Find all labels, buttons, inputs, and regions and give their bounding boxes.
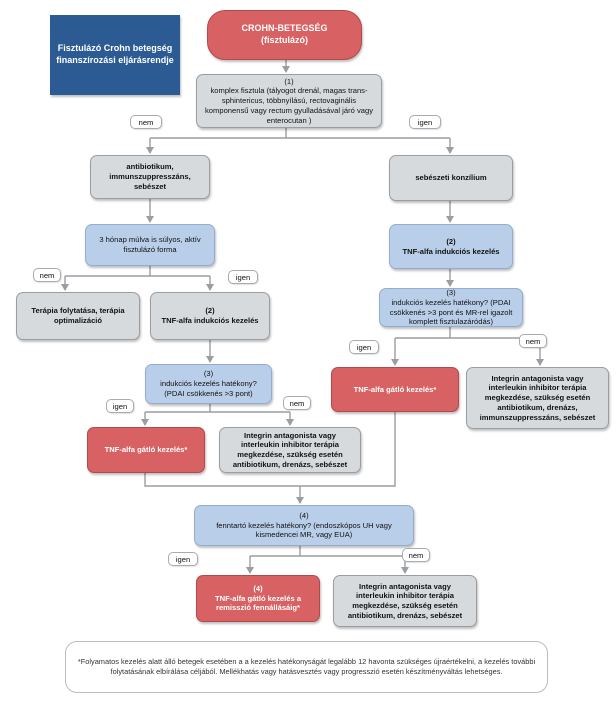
label-no: nem <box>402 548 430 562</box>
label-no: nem <box>130 115 162 129</box>
left-integrin-therapy: Integrin antagonista vagy interleukin in… <box>219 427 361 473</box>
right-tnf-blocker-therapy: TNF-alfa gátló kezelés* <box>331 367 459 412</box>
left-tnf-induction: (2) TNF-alfa indukciós kezelés <box>150 292 270 340</box>
label-no: nem <box>283 396 311 410</box>
tnf-until-remission: (4) TNF-alfa gátló kezelés a remisszió f… <box>196 575 320 622</box>
left-tnf-blocker-therapy: TNF-alfa gátló kezelés* <box>87 427 205 473</box>
label-yes: igen <box>409 115 441 129</box>
left-active-fistula-question: 3 hónap múlva is súlyos, aktív fisztuláz… <box>85 224 215 266</box>
complex-fistula-question: (1) komplex fisztula (tályogot drenál, m… <box>196 74 382 128</box>
left-initial-therapy: antibiotikum, immunszuppresszáns, sebész… <box>90 155 210 199</box>
label-yes: igen <box>349 340 379 354</box>
label-yes: igen <box>106 399 134 413</box>
therapy-continue: Terápia folytatása, terápia optimalizáci… <box>16 292 140 340</box>
right-induction-efficacy-question: (3) indukciós kezelés hatékony? (PDAI cs… <box>379 288 523 327</box>
final-integrin-therapy: Integrin antagonista vagy interleukin in… <box>333 575 477 627</box>
left-induction-efficacy-question: (3) indukciós kezelés hatékony? (PDAI cs… <box>145 364 272 404</box>
title-panel: Fisztulázó Crohn betegség finanszírozási… <box>50 15 180 95</box>
label-no: nem <box>33 268 61 282</box>
label-no: nem <box>519 334 547 348</box>
start-node: CROHN-BETEGSÉG (fisztulázó) <box>207 10 362 60</box>
right-tnf-induction: (2) TNF-alfa indukciós kezelés <box>389 224 513 269</box>
label-yes: igen <box>168 552 198 566</box>
maintenance-efficacy-question: (4) fenntartó kezelés hatékony? (endoszk… <box>194 505 414 546</box>
label-yes: igen <box>228 270 258 284</box>
footnote: *Folyamatos kezelés alatt álló betegek e… <box>65 641 548 693</box>
right-integrin-therapy: Integrin antagonista vagy interleukin in… <box>466 367 609 429</box>
surgical-consultation: sebészeti konzílium <box>389 155 513 201</box>
